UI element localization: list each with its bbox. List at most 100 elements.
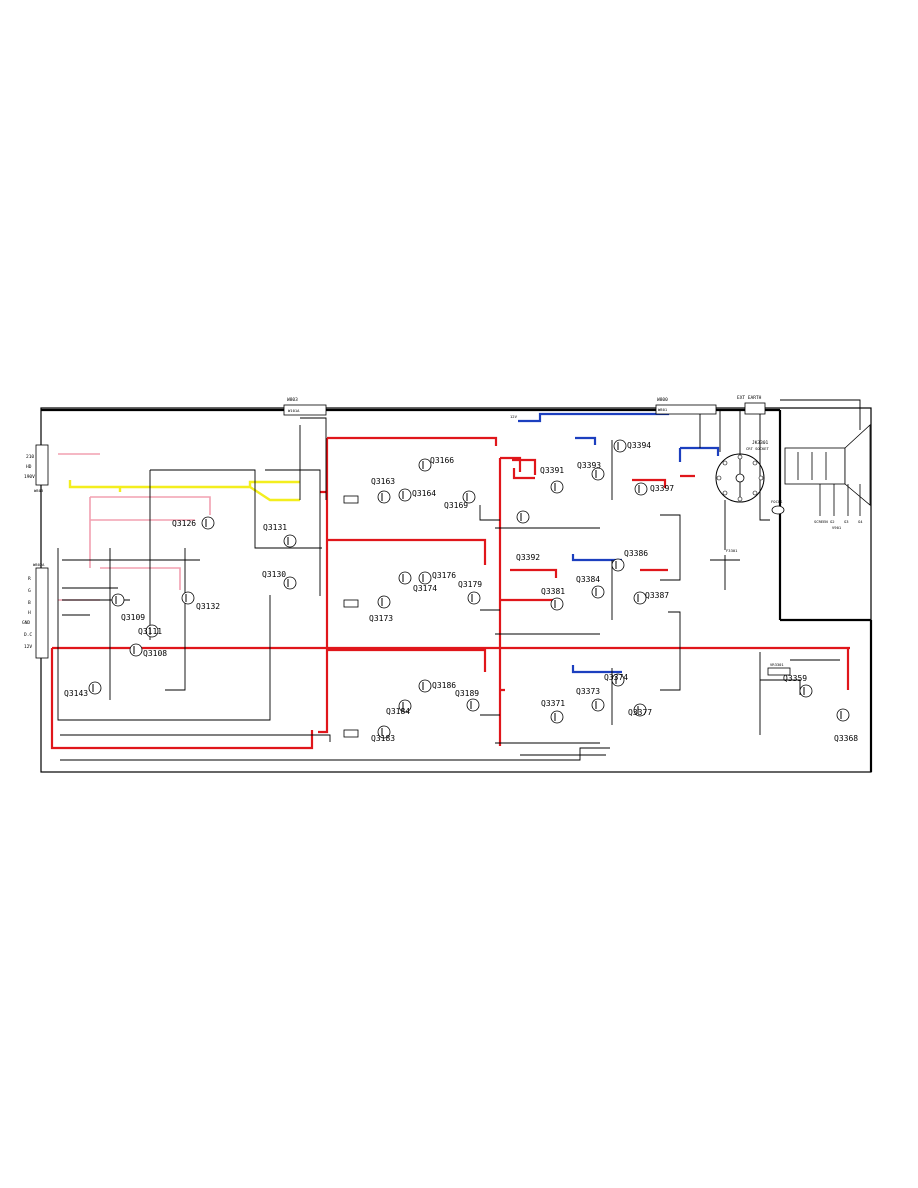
label-q3394: Q3394: [627, 441, 651, 450]
label-q3393: Q3393: [577, 461, 601, 470]
label-q3126: Q3126: [172, 519, 196, 528]
transistor-symbol: [836, 708, 850, 722]
connector-top-right-b-label: EXT EARTH: [737, 395, 762, 401]
connector-top-right-b: EXT EARTH: [737, 395, 766, 415]
label-q3186: Q3186: [432, 681, 456, 690]
label-q3392: Q3392: [516, 553, 540, 562]
transistor-symbol: [418, 458, 432, 472]
crt-socket: JK3301 CRT SOCKET: [715, 440, 770, 503]
connector-top-center: W803 W101A: [283, 397, 327, 416]
connector-left-top: 210 HD 190V W803: [24, 444, 49, 493]
coil-3: [343, 729, 359, 738]
crt-pin-screen: SCREEN: [814, 519, 828, 524]
transistor-symbol: [398, 488, 412, 502]
transistor-symbol: [516, 510, 530, 524]
connector-top-center-sub: W101A: [288, 408, 300, 413]
label-q3173: Q3173: [369, 614, 393, 623]
crt-socket-sub: CRT SOCKET: [746, 446, 770, 451]
connector-left-mid-pin-12v: 12V: [24, 644, 32, 650]
label-q3111: Q3111: [138, 627, 162, 636]
crt-pin-g3: G3: [844, 519, 849, 524]
transistor-symbol: [591, 585, 605, 599]
transistor-symbols: [88, 439, 850, 739]
transistor-symbol: [398, 571, 412, 585]
coil-2: [343, 599, 359, 608]
transistor-symbol: [398, 699, 412, 713]
transistor-symbol: [550, 597, 564, 611]
label-q3163: Q3163: [371, 477, 395, 486]
transistor-symbol: [467, 591, 481, 605]
fuse: F3301: [726, 548, 738, 553]
transistor-symbol: [799, 684, 813, 698]
label-q3143: Q3143: [64, 689, 88, 698]
transistor-symbol: [129, 643, 143, 657]
pink-bus: [58, 453, 211, 601]
connector-left-top-label: W803: [34, 488, 43, 493]
connector-left-mid-pin-b: B: [28, 600, 31, 606]
transistor-symbol: [613, 439, 627, 453]
board-frame: [40, 407, 873, 773]
transistor-symbol: [283, 534, 297, 548]
vr-box: VR3301: [767, 662, 791, 676]
connector-left-mid-pin-h: H: [28, 610, 31, 616]
transistor-symbol: [111, 593, 125, 607]
transistor-symbol: [633, 703, 647, 717]
connector-left-mid-pin-r: R: [28, 576, 31, 582]
connector-left-mid-label: W802A: [33, 562, 45, 567]
label-q3184: Q3184: [386, 707, 410, 716]
yellow-bus: [68, 480, 300, 502]
label-q3371: Q3371: [541, 699, 565, 708]
crt-tube: [784, 424, 871, 516]
transistor-symbol: [462, 490, 476, 504]
focus-label: FOCUS: [771, 499, 783, 504]
connector-left-mid: W802A R G B H GND D.C 12V: [22, 562, 49, 659]
net-12v-label: 12V: [510, 414, 518, 419]
connector-left-mid-pin-dc: D.C: [24, 632, 32, 638]
label-q3166: Q3166: [430, 456, 454, 465]
connector-left-mid-pin-g: G: [28, 588, 31, 594]
connector-top-right-a-sub: W801: [658, 407, 668, 412]
transistor-symbol: [418, 679, 432, 693]
connector-top-right-a-label: W800: [657, 397, 668, 403]
focus-node: FOCUS: [771, 499, 785, 515]
transistor-symbol: [377, 490, 391, 504]
transistor-symbol: [634, 482, 648, 496]
label-q3386: Q3386: [624, 549, 648, 558]
transistor-symbol: [377, 595, 391, 609]
transistor-symbol: [377, 725, 391, 739]
transistor-symbol: [591, 467, 605, 481]
label-q3374: Q3374: [604, 673, 628, 682]
crt-pin-labels: SCREEN G2 G3 G4 V901: [814, 519, 863, 530]
red-bus: [50, 436, 850, 750]
label-q3183: Q3183: [371, 734, 395, 743]
label-q3391: Q3391: [540, 466, 564, 475]
label-q3189: Q3189: [455, 689, 479, 698]
label-q3368: Q3368: [834, 734, 858, 743]
connector-left-mid-pin-gnd: GND: [22, 620, 30, 626]
transistor-symbol: [88, 681, 102, 695]
transistor-labels: Q3126 Q3131 Q3130 Q3132 Q3109 Q3111 Q310…: [64, 441, 858, 743]
transistor-symbol: [633, 591, 647, 605]
connector-left-top-pin-3: 190V: [24, 474, 35, 480]
transistor-symbol: [283, 576, 297, 590]
crt-pin-g4: G4: [858, 519, 863, 524]
label-q3176: Q3176: [432, 571, 456, 580]
transistor-symbol: [466, 698, 480, 712]
transistor-symbol: [550, 480, 564, 494]
transistor-symbol: [550, 710, 564, 724]
label-q3109: Q3109: [121, 613, 145, 622]
fuse-label: F3301: [726, 548, 738, 553]
label-q3373: Q3373: [576, 687, 600, 696]
transistor-symbol: [611, 673, 625, 687]
connector-top-center-label: W803: [287, 397, 298, 403]
net-12v: 12V: [510, 414, 518, 419]
transistor-symbol: [181, 591, 195, 605]
label-q3108: Q3108: [143, 649, 167, 658]
connector-top-right-a: W800 W801: [655, 397, 717, 415]
transistor-symbol: [418, 571, 432, 585]
transistor-symbol: [201, 516, 215, 530]
crt-pin-g2: G2: [830, 519, 835, 524]
label-q3397: Q3397: [650, 484, 674, 493]
coil-1: [343, 495, 359, 504]
